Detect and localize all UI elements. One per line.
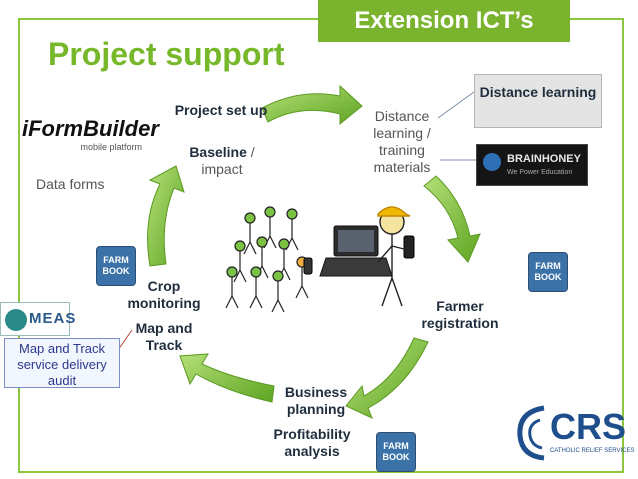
- page-title: Project support: [48, 36, 285, 72]
- globe-icon: [5, 309, 27, 331]
- iformbuilder-logo: iFormBuilder mobile platform: [22, 116, 159, 162]
- crs-logo: CRS CATHOLIC RELIEF SERVICES: [514, 396, 634, 466]
- farmer-group-illustration: [225, 206, 309, 313]
- distance-learning-box: Distance learning: [474, 74, 602, 128]
- meas-logo-text: MEAS: [29, 310, 77, 327]
- farmbook-text-2: BOOK: [534, 272, 562, 282]
- label-crop-monitoring: Crop monitoring: [127, 278, 201, 311]
- label-farmer-registration: Farmer registration: [421, 298, 499, 331]
- label-baseline: Baseline: [189, 144, 247, 160]
- mobile-phone-small-icon: [303, 257, 313, 275]
- arrow-right: [423, 175, 481, 263]
- iformbuilder-logo-text: iFormBuilder: [22, 116, 159, 141]
- mobile-phone-icon: [403, 235, 415, 259]
- brainhoney-logo-sub: We Power Education: [507, 169, 573, 176]
- farmbook-logo-bottom: FARM BOOK: [376, 432, 416, 472]
- label-impact: impact: [201, 161, 243, 177]
- farmbook-text-2: BOOK: [102, 266, 130, 276]
- label-distance-materials: Distance learning / training materials: [373, 108, 431, 175]
- farmbook-text-1: FARM: [535, 261, 561, 271]
- arrow-bottom-right: [345, 337, 429, 419]
- extension-agent-illustration: [377, 206, 411, 307]
- label-baseline-impact: Baseline / impact: [170, 144, 274, 178]
- brainhoney-logo-text: BRAINHONEY: [507, 153, 581, 165]
- farmbook-logo-right: FARM BOOK: [528, 252, 568, 292]
- label-data-forms: Data forms: [36, 176, 105, 192]
- brainhoney-logo: BRAINHONEY We Power Education: [476, 144, 588, 186]
- crs-emblem-icon: [517, 405, 545, 461]
- callout-line-distance: [437, 91, 475, 119]
- farmbook-text-1: FARM: [103, 255, 129, 265]
- label-slash: /: [250, 144, 255, 160]
- callout-line-map: [117, 329, 133, 351]
- laptop-icon: [319, 225, 393, 277]
- label-business-planning: Business planning: [284, 384, 348, 417]
- arrow-left: [147, 165, 185, 267]
- crs-logo-text: CRS: [550, 406, 627, 447]
- brainhoney-emblem-icon: [483, 153, 501, 171]
- arrow-bottom: [179, 353, 275, 403]
- farmbook-text-1: FARM: [383, 441, 409, 451]
- iformbuilder-logo-sub: mobile platform: [80, 142, 142, 152]
- extension-ict-banner: Extension ICT’s: [318, 0, 570, 42]
- farmbook-text-2: BOOK: [382, 452, 410, 462]
- crs-logo-sub: CATHOLIC RELIEF SERVICES: [550, 448, 635, 454]
- arrow-top: [261, 84, 363, 126]
- label-project-setup: Project set up: [174, 102, 268, 118]
- farmbook-logo-left: FARM BOOK: [96, 246, 136, 286]
- map-track-audit-box: Map and Track service delivery audit: [4, 338, 120, 388]
- label-profitability: Profitability analysis: [273, 426, 351, 459]
- meas-logo: MEAS: [0, 302, 75, 336]
- label-map-track: Map and Track: [135, 320, 193, 353]
